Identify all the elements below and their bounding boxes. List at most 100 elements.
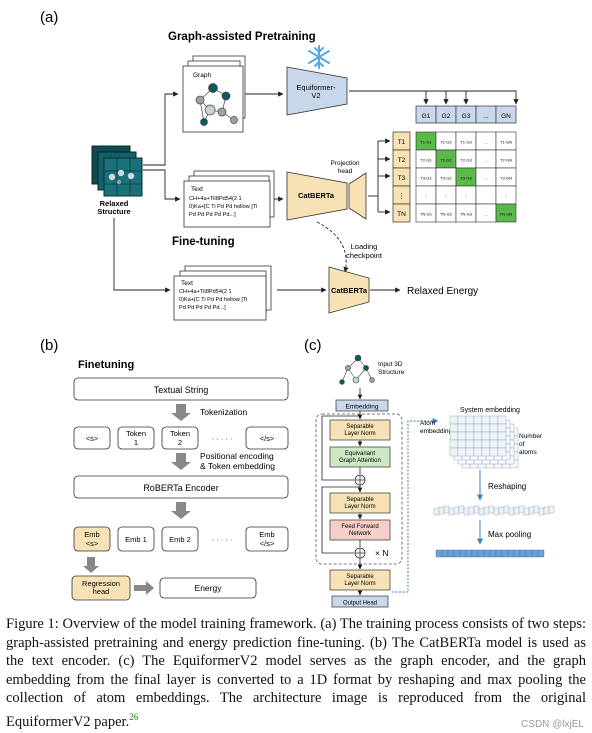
- relaxed-structure-crystal: [91, 145, 143, 197]
- pos-encoding-label: Positional encoding& Token embedding: [200, 451, 275, 471]
- grid-cell: [465, 423, 475, 433]
- grid-cell: [489, 423, 499, 433]
- reshaped-cell: [458, 505, 465, 514]
- grid-cell: [465, 447, 475, 457]
- ffn-box: [329, 519, 391, 541]
- matrix-cell-label: T1·GN: [500, 140, 512, 145]
- matrix-cell-label: ⋮: [424, 194, 428, 199]
- reshaped-cell: [493, 507, 500, 516]
- times-n-label: × N: [375, 548, 388, 558]
- matrix-cell-label: T1·G2: [440, 140, 452, 145]
- grid-cell: [497, 415, 507, 425]
- grid-cell: [449, 415, 459, 425]
- text-box-finetuning: [173, 265, 272, 321]
- grid-cell: [489, 415, 499, 425]
- caption-ref[interactable]: 26: [129, 711, 139, 722]
- grid-cell: [457, 447, 467, 457]
- matrix-cell-label: TN·GN: [500, 212, 513, 217]
- reshaped-cell: [483, 506, 490, 515]
- catberta-block-finetuning: [328, 266, 370, 314]
- textual-string-label: Textual String: [154, 385, 209, 395]
- reshaped-cell: [433, 507, 440, 516]
- watermark: CSDN @lxjEL: [521, 719, 584, 730]
- grid-cell: [481, 415, 491, 425]
- matrix-cell-label: ...: [484, 158, 487, 163]
- pooled-cell: [477, 549, 485, 558]
- grid-cell: [481, 431, 491, 441]
- reshaped-cell: [453, 506, 460, 515]
- t-label: T1: [398, 139, 406, 146]
- grid-cell: [449, 423, 459, 433]
- reshaped-cell: [473, 505, 480, 514]
- grid-cell: [449, 439, 459, 449]
- regression-head-box: [71, 575, 131, 601]
- reshaped-cell: [543, 506, 550, 515]
- panel-c-label: (c): [304, 337, 322, 354]
- token-label: <s>: [86, 434, 99, 443]
- pooled-cell: [495, 549, 503, 558]
- energy-label: Energy: [195, 583, 223, 593]
- reshaped-cell: [448, 507, 455, 516]
- pooled-cell: [507, 549, 515, 558]
- token-label: </s>: [260, 434, 275, 443]
- finetuning-title-b: Finetuning: [78, 359, 134, 371]
- matrix-cell-label: T2·G3: [460, 158, 472, 163]
- matrix-cell-label: T2·G1: [420, 158, 432, 163]
- grid-cell: [497, 439, 507, 449]
- repeated-block-frame: [315, 413, 403, 565]
- textual-string-box: [73, 377, 289, 401]
- matrix-cell: [495, 203, 517, 223]
- emb-box: [161, 526, 199, 552]
- matrix-cell-label: T2·GN: [500, 158, 512, 163]
- graph-network-icon: [195, 83, 238, 126]
- grid-cell: [489, 439, 499, 449]
- grid-cell: [473, 423, 483, 433]
- token-box: [245, 426, 289, 450]
- finetuning-title-a: Fine-tuning: [172, 236, 235, 248]
- g-header-label: ...: [483, 113, 489, 120]
- token-label: · · · · ·: [212, 434, 233, 443]
- roberta-encoder-box: [73, 475, 289, 499]
- catberta-label-finetuning: CatBERTa: [331, 286, 368, 295]
- block-arrow-down-emb: [83, 557, 99, 573]
- block-arrow-3: [171, 502, 191, 519]
- pooled-cell: [489, 549, 497, 558]
- sep-norm-2-box: [329, 492, 391, 514]
- g-header-label: G2: [442, 113, 451, 120]
- emb-box: [73, 526, 111, 552]
- pooled-vector: [435, 549, 545, 558]
- grid-cell: [481, 439, 491, 449]
- matrix-cell-label: ...: [484, 176, 487, 181]
- matrix-cell-label: ...: [484, 212, 487, 217]
- pooled-cell: [525, 549, 533, 558]
- matrix-cell-label: T3·G1: [420, 176, 432, 181]
- pooled-cell: [513, 549, 521, 558]
- reshaped-vector: [433, 505, 555, 516]
- reshaped-cell: [443, 505, 450, 514]
- matrix-cell-label: TN·G2: [440, 212, 453, 217]
- text-box-pretraining: [183, 170, 275, 228]
- input-structure-icon: [339, 354, 375, 385]
- panel-c-flow: [321, 388, 363, 596]
- pooled-cell: [537, 549, 545, 558]
- pooled-cell: [435, 549, 443, 558]
- output-head-label: Output Head: [343, 601, 377, 607]
- emb-label: Emb 2: [169, 535, 191, 544]
- matrix-cell-label: TN·G1: [420, 212, 433, 217]
- matrix-cell-label: ⋮: [464, 194, 468, 199]
- panel-a-label: (a): [40, 9, 58, 26]
- block-arrow-2: [171, 453, 191, 470]
- g-header-cell: [495, 105, 517, 124]
- pooled-cell: [447, 549, 455, 558]
- pooled-cell: [471, 549, 479, 558]
